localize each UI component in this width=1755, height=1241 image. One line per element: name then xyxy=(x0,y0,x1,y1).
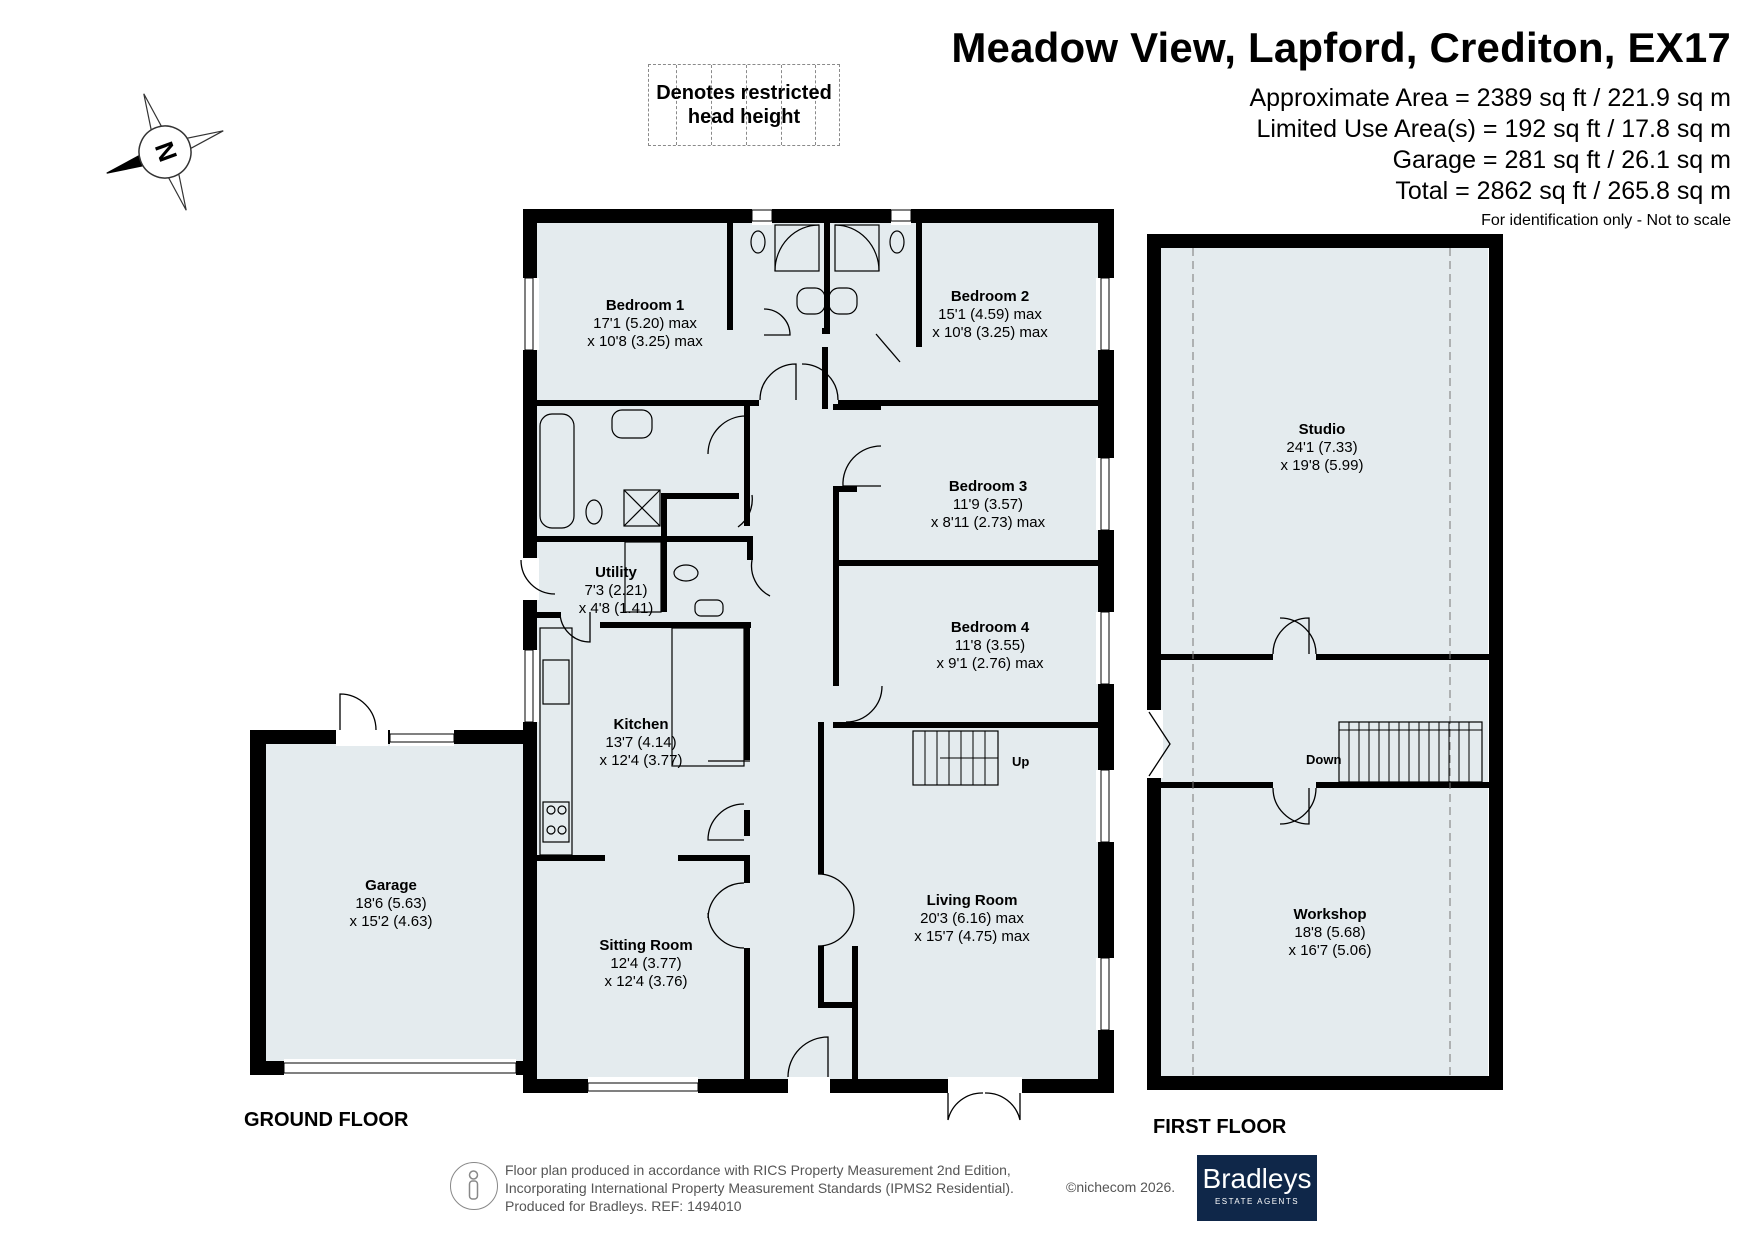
rics-statement: Floor plan produced in accordance with R… xyxy=(505,1162,1014,1214)
stairs-ground xyxy=(924,731,998,785)
property-title: Meadow View, Lapford, Crediton, EX17 xyxy=(951,24,1731,71)
internal-walls xyxy=(537,217,1100,1086)
restricted-height-legend: Denotes restricted head height xyxy=(648,64,840,146)
legend-text: Denotes restricted head height xyxy=(656,82,832,128)
approximate-area: Approximate Area = 2389 sq ft / 221.9 sq… xyxy=(1249,84,1731,112)
garage-area: Garage = 281 sq ft / 26.1 sq m xyxy=(1392,146,1731,174)
windows xyxy=(283,209,1110,1092)
total-area: Total = 2862 sq ft / 265.8 sq m xyxy=(1395,177,1731,205)
door-swings xyxy=(339,308,1021,1121)
ground-floor-fills xyxy=(262,218,1098,1088)
ground-floor-label: GROUND FLOOR xyxy=(244,1109,409,1131)
bradleys-logo: Bradleys ESTATE AGENTS xyxy=(1197,1155,1317,1221)
measurement-person-icon xyxy=(450,1162,498,1210)
identification-note: For identification only - Not to scale xyxy=(1481,212,1731,229)
compass-icon xyxy=(106,93,224,211)
copyright: ©nichecom 2026. xyxy=(1066,1179,1176,1195)
limited-use-area: Limited Use Area(s) = 192 sq ft / 17.8 s… xyxy=(1256,115,1731,143)
first-floor-label: FIRST FLOOR xyxy=(1153,1116,1287,1138)
first-floor xyxy=(1145,234,1503,1090)
stairs-down-label: Down xyxy=(1306,752,1342,767)
stairs-up-label: Up xyxy=(1012,754,1030,769)
